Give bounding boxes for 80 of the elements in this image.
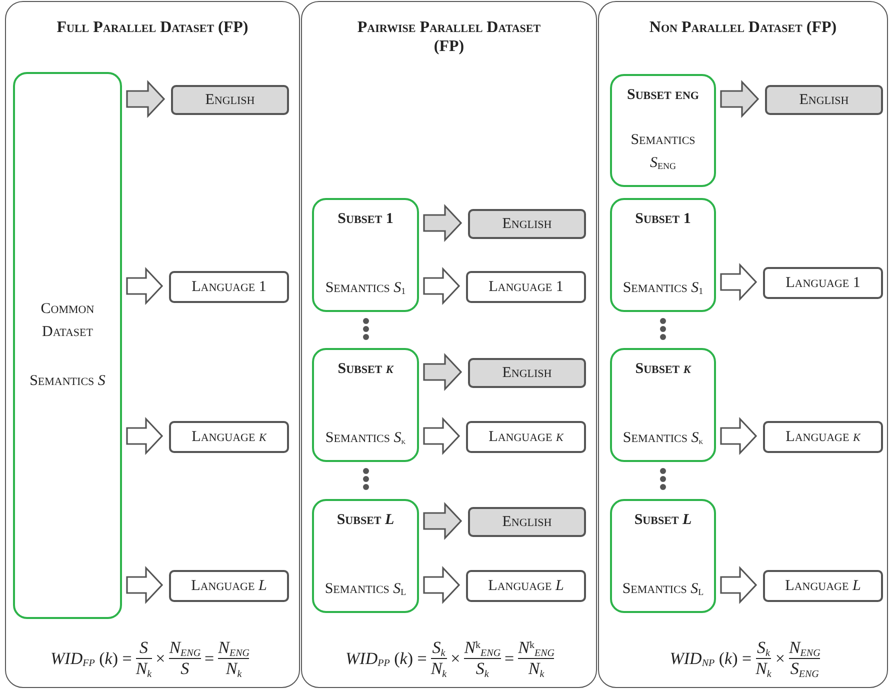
subset-box (312, 499, 419, 613)
fraction-numerator: N$_{ENG}$ (218, 638, 250, 658)
fraction-denominator: N$_{k}$ (136, 659, 152, 679)
block-arrow (423, 352, 462, 392)
block-arrow (126, 266, 164, 306)
subset-title: Subset 1 (338, 210, 394, 229)
formula-term: × (450, 648, 460, 670)
block-arrow (126, 566, 164, 604)
semantics-label: Semantics S$_{k}$ (325, 429, 406, 448)
fraction-denominator: N$_{k}$ (528, 659, 544, 679)
semantics-label: Semantics S$_{1}$ (325, 279, 406, 298)
subset-title: Subset L (634, 511, 692, 530)
language-box: Language 1 (169, 271, 289, 303)
block-arrow (423, 266, 460, 306)
semantics-label: Semantics S$_{1}$ (622, 279, 704, 298)
dataset-panel (5, 1, 300, 688)
panel-title: Non Parallel Dataset (FP) (648, 18, 838, 37)
fraction-denominator: S$_{ENG}$ (790, 659, 819, 679)
language-box: Language 1 (466, 271, 586, 303)
subset-box (610, 198, 716, 312)
fraction-denominator: N$_{k}$ (226, 659, 242, 679)
fraction-numerator: S$_{k}$ (432, 638, 446, 658)
fraction-numerator: S$_{k}$ (756, 638, 770, 658)
semantics-label: Semantics S (30, 372, 106, 391)
english-box: English (468, 209, 586, 239)
semantics-label: Semantics S$_{L}$ (324, 580, 406, 600)
fraction-denominator: N$_{k}$ (430, 659, 447, 679)
block-arrow (126, 416, 164, 456)
subset-box (312, 198, 419, 312)
subset-box (610, 499, 716, 613)
formula-term: = (504, 648, 514, 670)
fraction-numerator: S (139, 638, 148, 658)
semantics-label: Semantics S$_{ENG}$ (630, 131, 696, 174)
block-arrow (423, 416, 460, 456)
panel-title: Full Parallel Dataset (FP) (56, 18, 250, 37)
english-box: English (765, 85, 883, 115)
subset-box (610, 348, 716, 462)
dataset-panel (598, 1, 888, 688)
fraction-denominator: S$_{k}$ (476, 659, 489, 679)
block-arrow (720, 80, 760, 118)
fraction-numerator: N$_{ENG}$ (788, 638, 820, 658)
fraction-denominator: S (180, 659, 190, 679)
formula-term: WID$_{FP}$ (k) = (50, 648, 132, 672)
formula-term: WID$_{NP}$ (k) = (670, 648, 752, 672)
block-arrow (720, 416, 758, 456)
dataset-name: Common Dataset (40, 300, 96, 342)
formula-term: WID$_{PP}$ (k) = (346, 648, 427, 672)
subset-title: Subset k (338, 360, 394, 379)
block-arrow (423, 204, 462, 242)
subset-box (312, 348, 419, 462)
block-arrow (126, 80, 166, 118)
block-arrow (423, 566, 460, 604)
dataset-box (13, 72, 122, 619)
english-box: English (468, 358, 586, 388)
subset-box (610, 74, 716, 187)
english-box: English (171, 85, 289, 115)
subset-title: Subset 1 (635, 210, 691, 229)
language-box: Language k (169, 421, 289, 453)
language-box: Language L (763, 570, 883, 602)
english-box: English (468, 507, 586, 537)
dataset-panel (301, 1, 597, 688)
fraction-numerator: N$_{ENG}$ (169, 638, 201, 658)
subset-title: Subset eng (626, 86, 699, 105)
panel-title: Pairwise Parallel Dataset (FP) (356, 18, 542, 56)
formula-term: = (204, 648, 214, 670)
block-arrow (720, 566, 758, 604)
language-box: Language k (763, 421, 883, 453)
language-box: Language L (466, 570, 586, 602)
language-box: Language k (466, 421, 586, 453)
semantics-label: Semantics S$_{k}$ (622, 429, 704, 448)
subset-title: Subset L (336, 511, 394, 530)
block-arrow (720, 262, 758, 302)
formula-term: × (775, 648, 785, 670)
language-box: Language L (169, 570, 289, 602)
fraction-denominator: N$_{k}$ (756, 659, 772, 679)
semantics-label: Semantics S$_{L}$ (622, 580, 704, 600)
subset-title: Subset k (635, 360, 691, 379)
block-arrow (423, 502, 462, 540)
language-box: Language 1 (763, 267, 883, 299)
formula-term: × (156, 648, 166, 670)
